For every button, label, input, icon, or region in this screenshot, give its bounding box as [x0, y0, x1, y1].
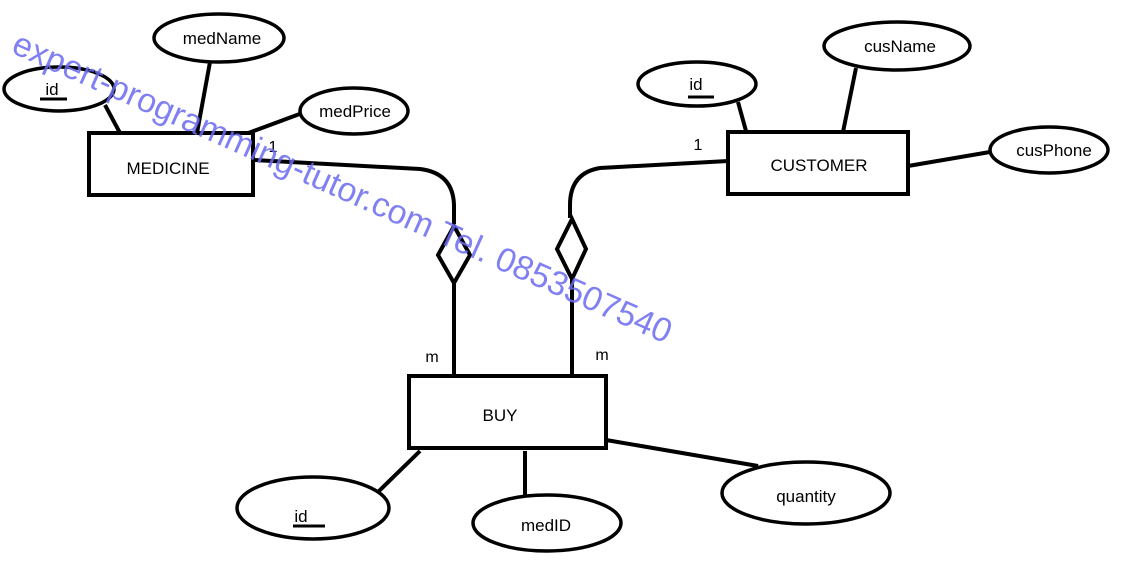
customer-buy-diamond [554, 214, 589, 284]
buy-medid-label: medID [521, 516, 571, 535]
entity-boxes [87, 130, 910, 450]
customer-buy-relationship-line [568, 159, 729, 218]
buy-customer-cardinality-many: m [595, 347, 608, 364]
medicine-id-label: id [45, 80, 58, 99]
buy-id-connector [376, 449, 422, 494]
buy-quantity-connector [605, 438, 759, 468]
buy-entity-label: BUY [483, 406, 518, 425]
customer-name-connector [841, 67, 858, 133]
customer-entity-label: CUSTOMER [771, 156, 868, 175]
medicine-id-connector [103, 104, 122, 134]
medicine-price-label: medPrice [319, 102, 391, 121]
medicine-buy-diamond [435, 221, 473, 288]
medicine-name-ellipse [152, 12, 286, 64]
customer-phone-label: cusPhone [1016, 141, 1092, 160]
buy-quantity-ellipse [720, 460, 892, 526]
buy-medid-ellipse [471, 493, 623, 553]
buy-entity-box [407, 374, 608, 450]
buy-id-label: id [294, 507, 307, 526]
medicine-entity-box [87, 131, 255, 197]
attribute-ellipses [2, 12, 1110, 553]
connector-lines [103, 61, 991, 496]
customer-name-label: cusName [864, 37, 936, 56]
primary-key-underlines [40, 95, 714, 528]
customer-name-ellipse [822, 20, 972, 72]
buy-id-ellipse [235, 475, 391, 541]
buy-medicine-cardinality-many: m [425, 349, 438, 366]
customer-entity-box [726, 130, 910, 196]
medicine-entity-label: MEDICINE [126, 159, 209, 178]
customer-id-connector [736, 101, 748, 132]
customer-cardinality-one: 1 [694, 137, 703, 154]
medicine-name-label: medName [183, 29, 261, 48]
medicine-name-connector [195, 61, 212, 134]
customer-phone-ellipse [988, 125, 1110, 175]
customer-id-ellipse [636, 60, 758, 108]
customer-phone-connector [907, 150, 991, 168]
medicine-cardinality-one: 1 [269, 139, 278, 156]
medicine-price-ellipse [298, 86, 410, 136]
customer-id-label: id [689, 75, 702, 94]
medicine-id-ellipse [2, 65, 116, 113]
buy-quantity-label: quantity [776, 487, 836, 506]
medicine-buy-relationship-line [252, 158, 456, 224]
